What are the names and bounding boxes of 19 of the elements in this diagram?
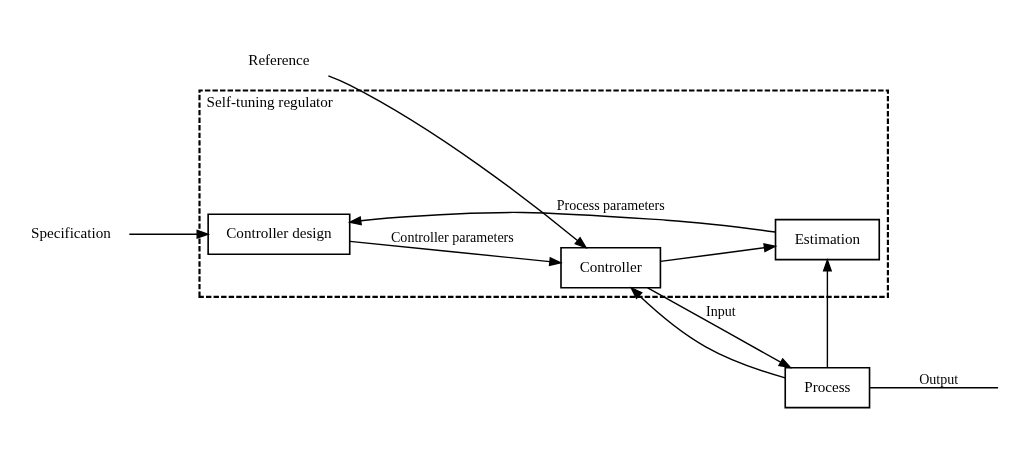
node-text: Reference xyxy=(248,52,310,69)
arrow xyxy=(647,287,793,369)
edge-label: Input xyxy=(706,302,736,319)
edge-label: Process parameters xyxy=(556,196,665,213)
arrow xyxy=(659,243,778,263)
node-box: Controller design xyxy=(207,213,351,256)
arrow xyxy=(128,229,211,239)
edge-label: Controller parameters xyxy=(391,229,514,246)
node-box: Process xyxy=(784,366,871,409)
node-box: Controller xyxy=(560,246,662,289)
arrow xyxy=(327,75,588,249)
arrow xyxy=(349,240,563,267)
arrow xyxy=(629,286,786,379)
node-text: Specification xyxy=(31,225,111,242)
arrow xyxy=(347,211,776,233)
node-box: Estimation xyxy=(774,218,881,261)
edge-label: Output xyxy=(919,370,959,387)
arrow xyxy=(822,258,833,369)
connector xyxy=(869,387,999,389)
